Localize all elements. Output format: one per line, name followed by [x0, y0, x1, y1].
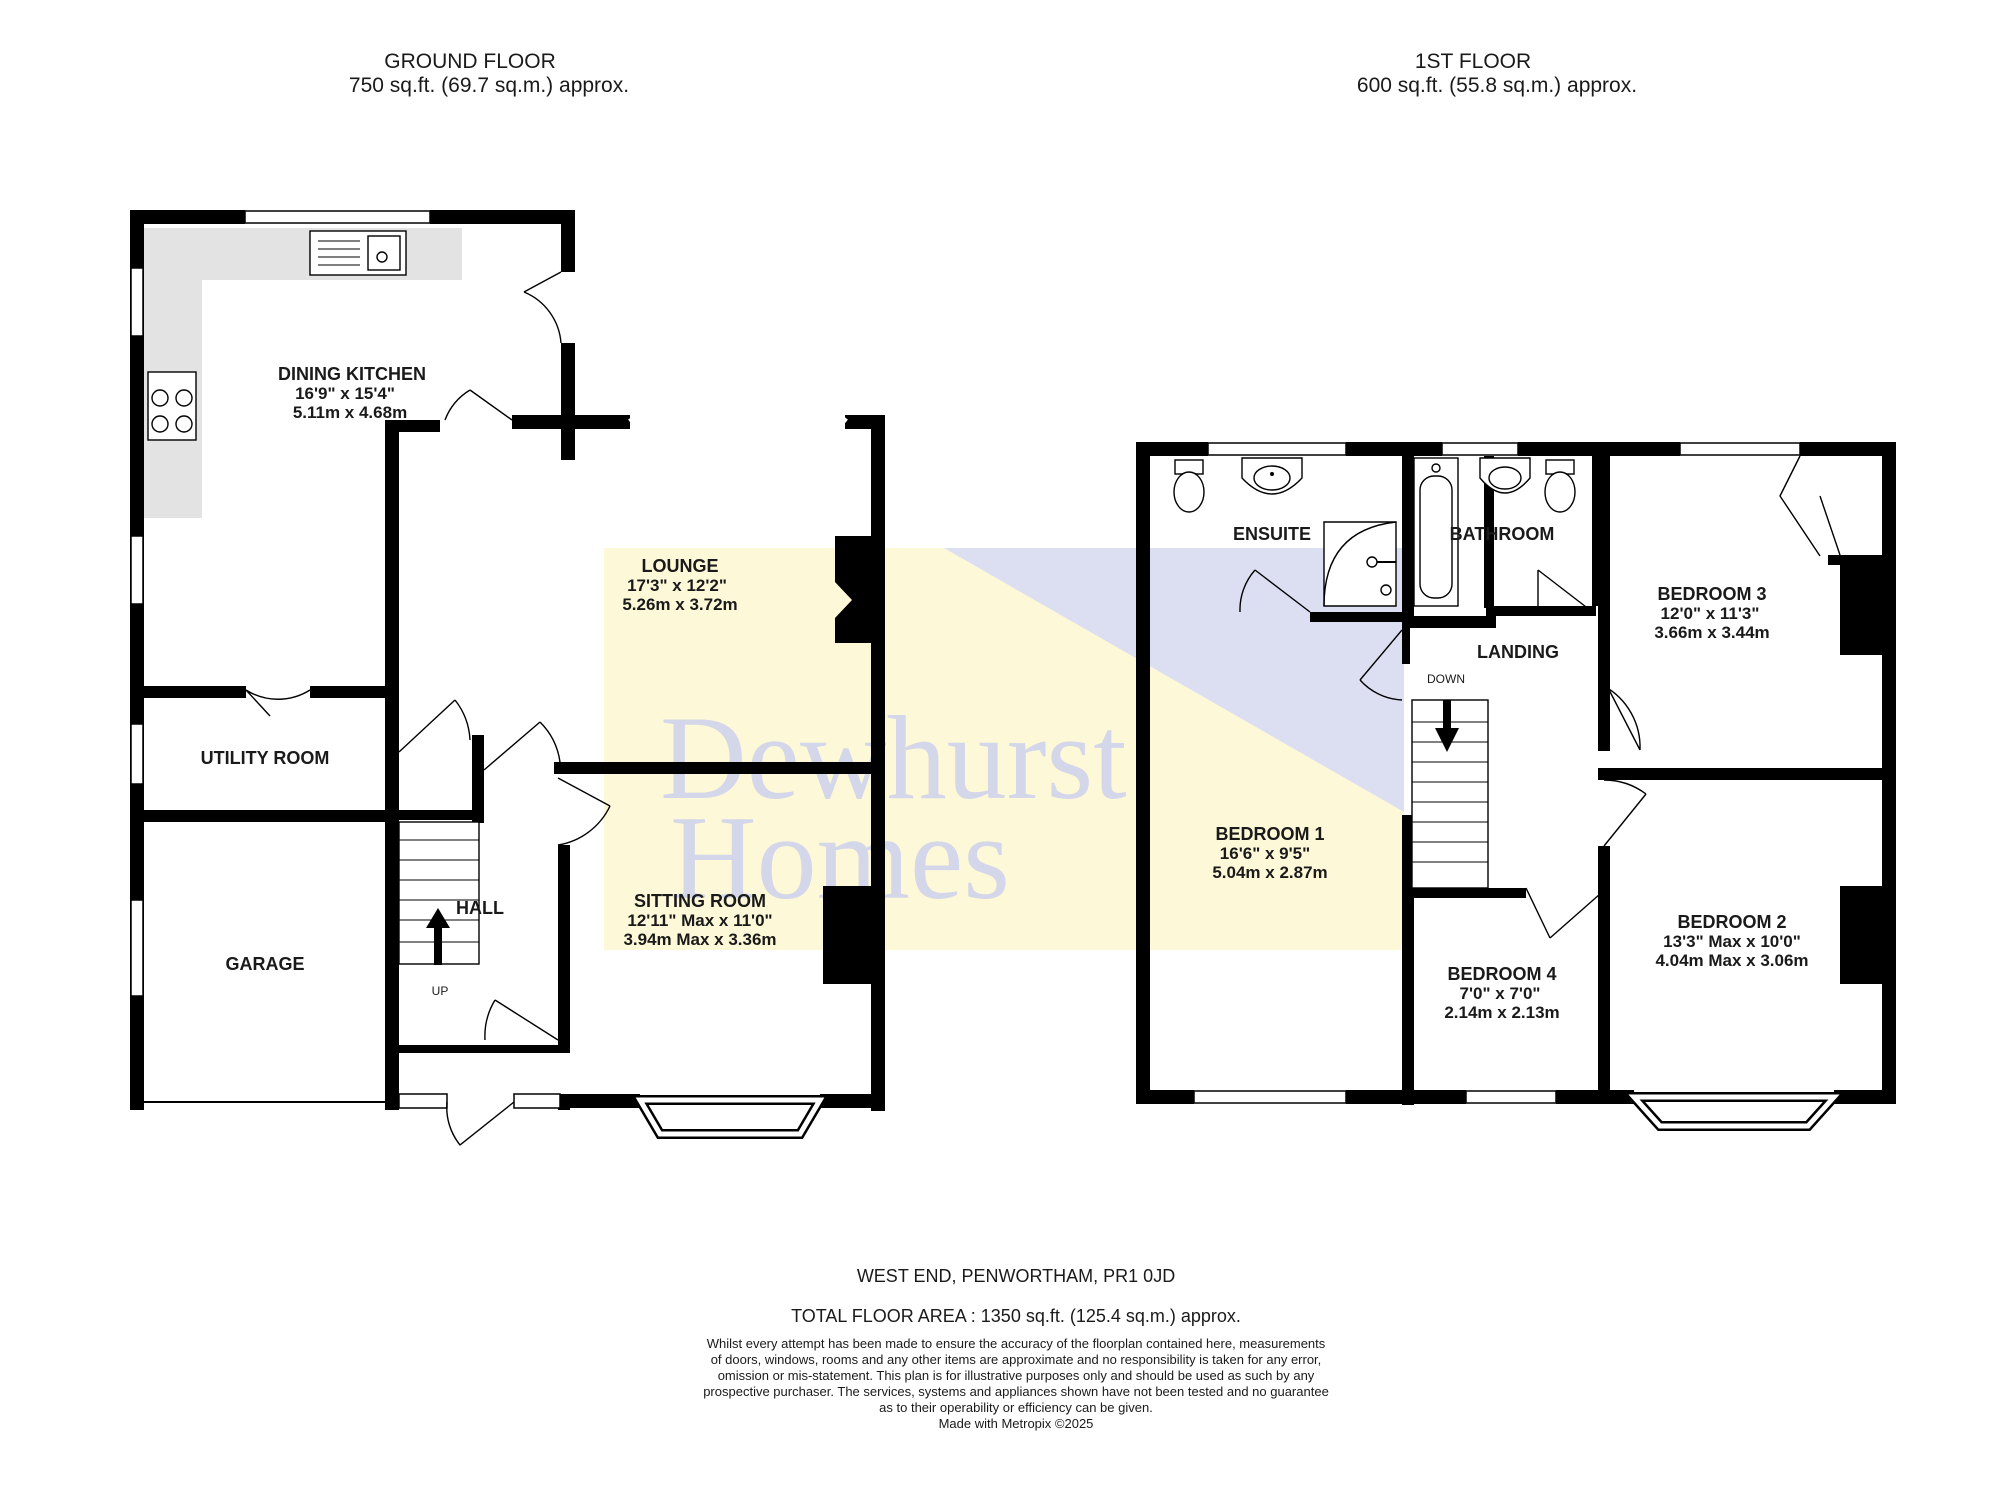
bedroom4-imperial: 7'0" x 7'0": [1460, 984, 1541, 1003]
stairs-down-arrow-shaft: [1443, 700, 1451, 734]
landing-door-bedroom1: [1359, 629, 1403, 701]
hall-window-right: [513, 1093, 561, 1109]
kitchen-window-left-2: [130, 535, 144, 605]
ensuite-door: [1239, 569, 1311, 613]
first-floor-stairs: [1411, 699, 1489, 889]
first-floor-title: 1ST FLOOR: [1415, 50, 1531, 73]
property-address: WEST END, PENWORTHAM, PR1 0JD: [857, 1266, 1175, 1286]
hall-name: HALL: [456, 898, 504, 918]
watermark-logo: Dewhurst Homes: [604, 548, 1404, 950]
stairs-up-arrow-shaft: [434, 925, 442, 965]
bedroom4-metric: 2.14m x 2.13m: [1444, 1003, 1559, 1022]
sitting-room-door: [557, 777, 611, 846]
disclaimer-line-2: of doors, windows, rooms and any other i…: [711, 1352, 1322, 1367]
bathroom-window: [1441, 442, 1519, 456]
bedroom4-window: [1465, 1090, 1557, 1104]
bedroom1-metric: 5.04m x 2.87m: [1212, 863, 1327, 882]
ground-floor-title: GROUND FLOOR: [384, 50, 556, 73]
bedroom1-name: BEDROOM 1: [1215, 824, 1324, 844]
bedroom2-name: BEDROOM 2: [1677, 912, 1786, 932]
kitchen-worktop: [144, 228, 462, 518]
bathroom-name: BATHROOM: [1450, 524, 1555, 544]
bedroom2-door: [1603, 779, 1647, 847]
ensuite-window: [1207, 442, 1347, 456]
first-floor-plan: ENSUITE BATHROOM LANDING DOWN BEDROOM 1 …: [1136, 442, 1896, 1131]
bedroom3-chimney: [1840, 555, 1882, 655]
bathroom-door: [1537, 569, 1591, 611]
front-door: [446, 1101, 515, 1146]
kitchen-sink: [309, 230, 407, 276]
disclaimer-line-1: Whilst every attempt has been made to en…: [707, 1336, 1326, 1351]
hall-window-left: [398, 1093, 448, 1109]
watermark-yellow-triangle: [866, 548, 1404, 950]
watermark-text-line1: Dewhurst: [660, 691, 1127, 824]
stairs-up-label: UP: [432, 984, 449, 998]
dining-kitchen-imperial: 16'9" x 15'4": [295, 384, 395, 403]
disclaimer-line-5: as to their operability or efficiency ca…: [879, 1400, 1153, 1415]
sitting-bay-window: [631, 1095, 829, 1139]
bedroom1-imperial: 16'6" x 9'5": [1220, 844, 1310, 863]
bedroom3-metric: 3.66m x 3.44m: [1654, 623, 1769, 642]
bedroom2-chimney: [1840, 886, 1882, 984]
lounge-name: LOUNGE: [641, 556, 718, 576]
disclaimer-line-3: omission or mis-statement. This plan is …: [718, 1368, 1315, 1383]
stairs-up-arrow-icon: [426, 908, 450, 928]
first-floor-area: 600 sq.ft. (55.8 sq.m.) approx.: [1357, 74, 1637, 97]
bedroom4-door: [1525, 887, 1601, 939]
lounge-imperial: 17'3" x 12'2": [627, 576, 727, 595]
ground-floor-stairs: [398, 821, 480, 965]
metropix-credit: Made with Metropix ©2025: [939, 1416, 1094, 1431]
garage-window: [130, 899, 144, 997]
ensuite-shower: [1323, 521, 1397, 607]
lounge-chimney-breast: [835, 536, 872, 643]
stairs-down-arrow-icon: [1435, 728, 1459, 752]
utility-room-name: UTILITY ROOM: [201, 748, 330, 768]
sitting-room-imperial: 12'11" Max x 11'0": [627, 911, 772, 930]
ensuite-toilet: [1173, 459, 1205, 513]
bedroom4-name: BEDROOM 4: [1447, 964, 1556, 984]
ground-floor-plan: DINING KITCHEN 16'9" x 15'4" 5.11m x 4.6…: [130, 210, 885, 1146]
sitting-room-metric: 3.94m Max x 3.36m: [623, 930, 776, 949]
lounge-metric: 5.26m x 3.72m: [622, 595, 737, 614]
bedroom2-metric: 4.04m Max x 3.06m: [1655, 951, 1808, 970]
kitchen-lounge-door: [444, 389, 513, 421]
utility-door: [245, 689, 311, 717]
ground-floor-area: 750 sq.ft. (69.7 sq.m.) approx.: [349, 74, 629, 97]
bathroom-bath: [1413, 457, 1459, 607]
kitchen-window-left: [130, 267, 144, 337]
kitchen-hob: [147, 371, 197, 441]
bathroom-toilet: [1544, 459, 1576, 513]
utility-window: [130, 723, 144, 785]
hall-door-1: [398, 699, 471, 753]
bedroom3-cupboard-wall: [1828, 555, 1848, 565]
sitting-room-name: SITTING ROOM: [634, 891, 766, 911]
bedroom2-bay-window: [1622, 1092, 1846, 1131]
bedroom3-name: BEDROOM 3: [1657, 584, 1766, 604]
dining-kitchen-metric: 5.11m x 4.68m: [293, 403, 407, 422]
ensuite-name: ENSUITE: [1233, 524, 1311, 544]
kitchen-window-top: [244, 210, 431, 224]
hall-door-2: [483, 721, 561, 771]
bedroom3-imperial: 12'0" x 11'3": [1661, 604, 1760, 623]
total-floor-area: TOTAL FLOOR AREA : 1350 sq.ft. (125.4 sq…: [791, 1306, 1241, 1326]
sitting-chimney-breast: [823, 886, 873, 984]
bedroom3-window: [1679, 442, 1801, 456]
kitchen-back-door: [523, 271, 562, 344]
hall-inner-door: [484, 999, 559, 1041]
bathroom-basin: [1479, 457, 1531, 494]
bedroom3-door: [1603, 679, 1641, 751]
bedroom3-wardrobe-door: [1779, 455, 1841, 557]
stairs-down-label: DOWN: [1427, 672, 1465, 686]
bedroom1-window: [1193, 1090, 1347, 1104]
ensuite-basin: [1241, 457, 1303, 495]
bedroom2-imperial: 13'3" Max x 10'0": [1663, 932, 1801, 951]
disclaimer-line-4: prospective purchaser. The services, sys…: [703, 1384, 1329, 1399]
garage-name: GARAGE: [225, 954, 304, 974]
dining-kitchen-name: DINING KITCHEN: [278, 364, 426, 384]
landing-name: LANDING: [1477, 642, 1559, 662]
